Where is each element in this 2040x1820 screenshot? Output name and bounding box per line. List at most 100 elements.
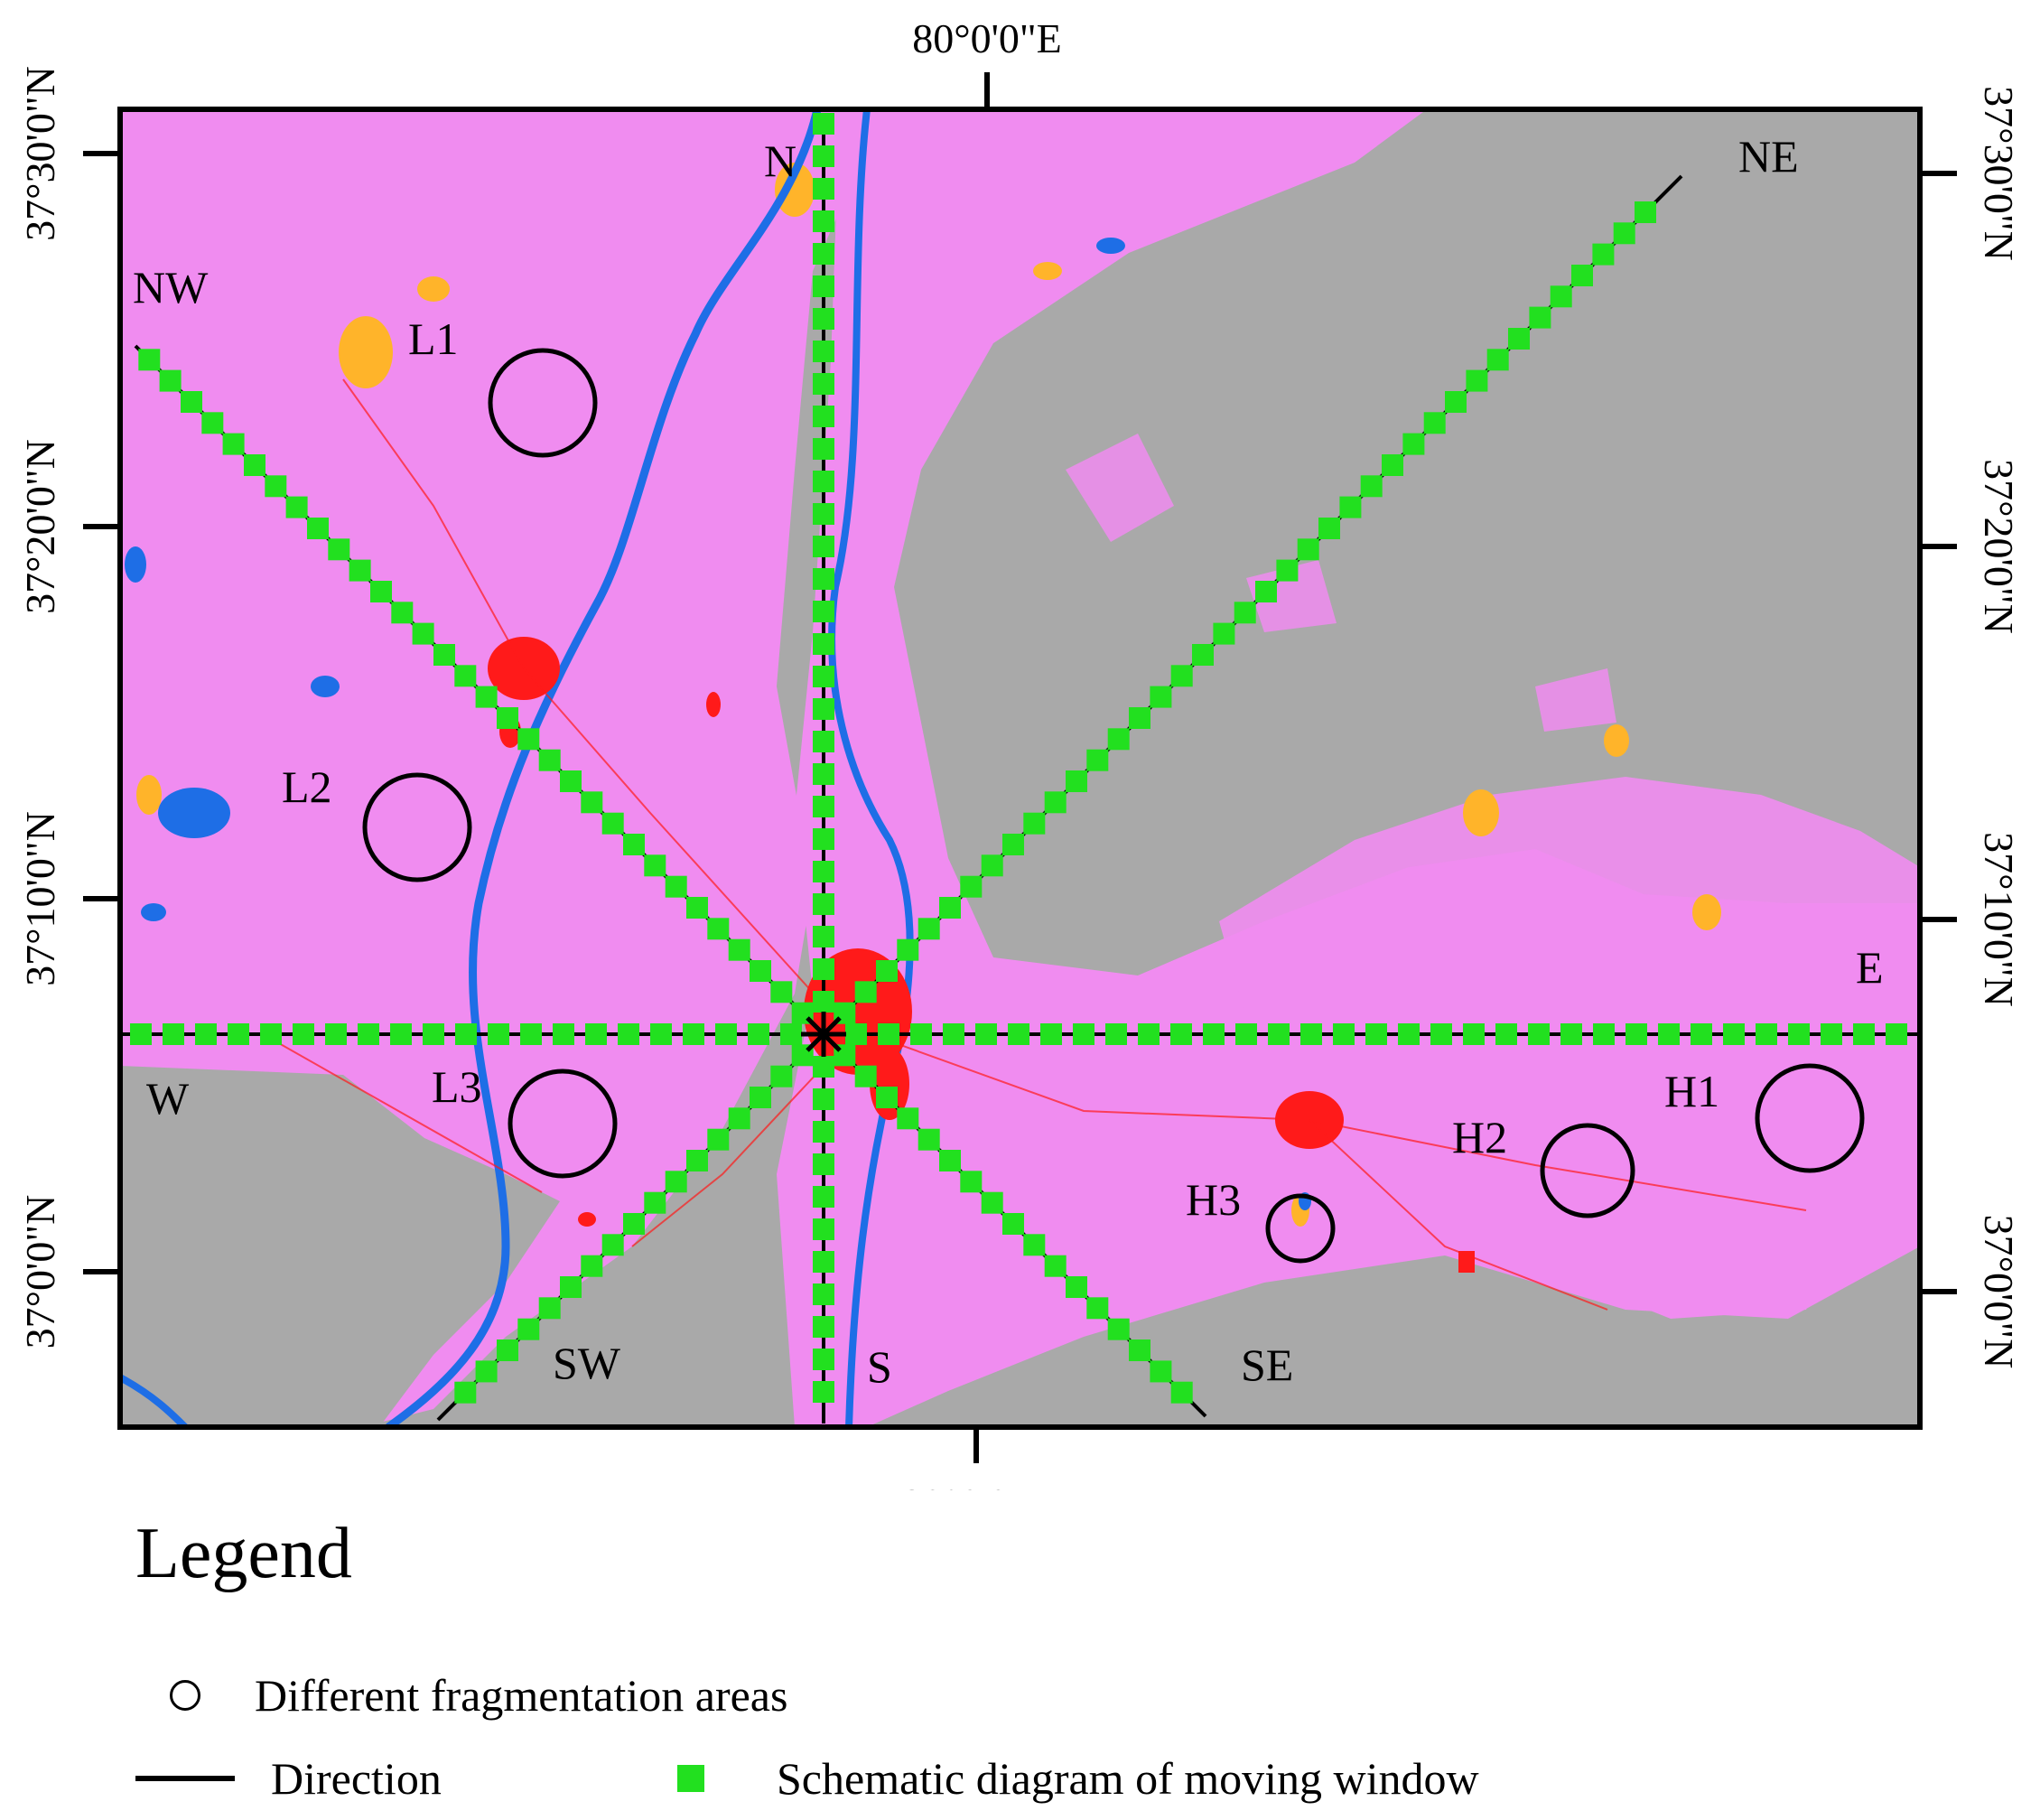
moving-window-square-n-20 [813,373,834,395]
moving-window-square-sw-14 [517,1318,540,1340]
circle-symbol-icon [170,1680,200,1711]
moving-window-square-sw-6 [686,1150,708,1171]
moving-window-square-n-14 [813,568,834,590]
moving-window-square-ne-13 [1086,749,1109,771]
moving-window-square-sw-4 [728,1107,750,1130]
moving-window-square-w-8 [553,1023,574,1045]
area-label-l2: L2 [282,761,332,812]
moving-window-square-nw-29 [201,412,224,434]
moving-window-square-s-4 [813,1153,834,1175]
moving-window-square-nw-6 [686,897,708,919]
moving-window-square-ne-28 [1402,433,1425,455]
moving-window-square-nw-17 [454,665,477,687]
grassland-patches [136,163,1721,1227]
moving-window-square-w-20 [163,1023,184,1045]
moving-window-square-sw-15 [497,1339,518,1361]
legend-label-moving-window: Schematic diagram of moving window [777,1753,1479,1804]
moving-window-square-ne-11 [1044,791,1067,814]
moving-window-square-e-26 [1658,1023,1680,1045]
moving-window-square-nw-19 [412,622,434,645]
moving-window-square-sw-9 [623,1213,645,1235]
moving-window-square-se-4 [897,1107,919,1130]
moving-window-square-ne-22 [1276,559,1299,582]
direction-label-e: E [1856,942,1884,993]
bottom-longitude-label: 80°0'0"E [901,1480,1051,1490]
moving-window-square-s-2 [813,1088,834,1110]
left-latitude-label-3: 37°10'0"N [17,811,63,986]
legend-item-moving-window: Schematic diagram of moving window [677,1752,1479,1805]
moving-window-square-ne-16 [1150,686,1172,708]
area-label-h3: H3 [1186,1174,1241,1225]
moving-window-square-ne-24 [1318,518,1340,539]
moving-window-square-nw-10 [601,812,624,835]
moving-window-square-ne-32 [1486,349,1509,371]
moving-window-square-n-27 [813,145,834,167]
moving-window-square-ne-25 [1339,496,1362,518]
moving-window-square-e-22 [1528,1023,1550,1045]
area-label-l3: L3 [432,1061,482,1112]
moving-window-square-w-3 [715,1023,737,1045]
area-circle-h2 [1540,1123,1635,1218]
moving-window-square-ne-19 [1213,622,1235,645]
center-point-marker [801,1012,846,1057]
moving-window-square-e-16 [1333,1023,1355,1045]
moving-window-square-w-21 [130,1023,152,1045]
moving-window-square-nw-3 [750,960,771,982]
moving-window-square-ne-3 [876,960,898,982]
moving-window-square-ne-18 [1192,644,1214,666]
moving-window-square-s-6 [813,1218,834,1240]
moving-window-square-se-12 [1066,1276,1087,1298]
moving-window-square-ne-37 [1592,243,1615,266]
moving-window-square-e-6 [1008,1023,1029,1045]
right-latitude-label-1: 37°30'0"N [1976,86,2022,261]
line-symbol-icon [135,1776,235,1781]
left-latitude-label-1: 37°30'0"N [17,66,63,241]
moving-window-square-sw-17 [454,1381,477,1404]
legend-label-fragmentation: Different fragmentation areas [255,1670,788,1721]
moving-window-square-nw-8 [644,854,666,877]
moving-window-square-sw-8 [644,1191,666,1214]
study-area-map: L1 L2 L3 H1 H2 H3 N NE E SE S SW W NW 80… [17,15,2022,1490]
moving-window-square-w-2 [748,1023,769,1045]
southwest-desert [120,1066,560,1427]
moving-window-square-nw-5 [707,918,730,940]
right-latitude-label-4: 37°0'0"N [1976,1215,2022,1369]
moving-window-square-w-15 [325,1023,347,1045]
moving-window-square-se-16 [1150,1360,1172,1383]
moving-window-square-w-4 [683,1023,704,1045]
legend: Legend Different fragmentation areas Dir… [0,1490,2040,1815]
moving-window-square-e-8 [1073,1023,1095,1045]
moving-window-square-s-9 [813,1316,834,1338]
moving-window-square-nw-25 [285,496,308,518]
moving-window-square-nw-2 [770,981,793,1003]
moving-window-square-nw-22 [349,559,371,582]
moving-window-square-ne-10 [1023,812,1046,835]
moving-window-square-n-26 [813,178,834,200]
moving-window-square-ne-20 [1234,602,1256,624]
moving-window-square-se-6 [939,1150,961,1171]
moving-window-square-ne-30 [1445,391,1467,413]
moving-window-square-e-21 [1495,1023,1517,1045]
moving-window-square-se-9 [1002,1213,1024,1235]
moving-window-square-n-22 [813,308,834,330]
moving-window-square-e-19 [1430,1023,1452,1045]
moving-window-square-w-5 [650,1023,672,1045]
moving-window-square-sw-10 [601,1234,624,1256]
moving-window-square-n-24 [813,243,834,265]
moving-window-square-s-8 [813,1283,834,1305]
moving-window-square-sw-3 [750,1087,771,1108]
moving-window-square-e-23 [1560,1023,1582,1045]
moving-window-square-nw-24 [307,518,329,539]
area-circle-l1 [488,348,598,458]
moving-window-square-w-14 [358,1023,379,1045]
moving-window-square-nw-27 [244,454,265,476]
moving-window-square-sw-5 [707,1128,730,1151]
area-label-h2: H2 [1452,1112,1507,1162]
moving-window-square-ne-8 [981,854,1003,877]
moving-window-square-n-8 [813,763,834,785]
square-symbol-icon [677,1765,704,1792]
moving-window-square-e-4 [943,1023,964,1045]
moving-window-square-ne-9 [1002,834,1024,855]
fragmentation-circles [362,348,1865,1264]
moving-window-square-e-32 [1853,1023,1875,1045]
